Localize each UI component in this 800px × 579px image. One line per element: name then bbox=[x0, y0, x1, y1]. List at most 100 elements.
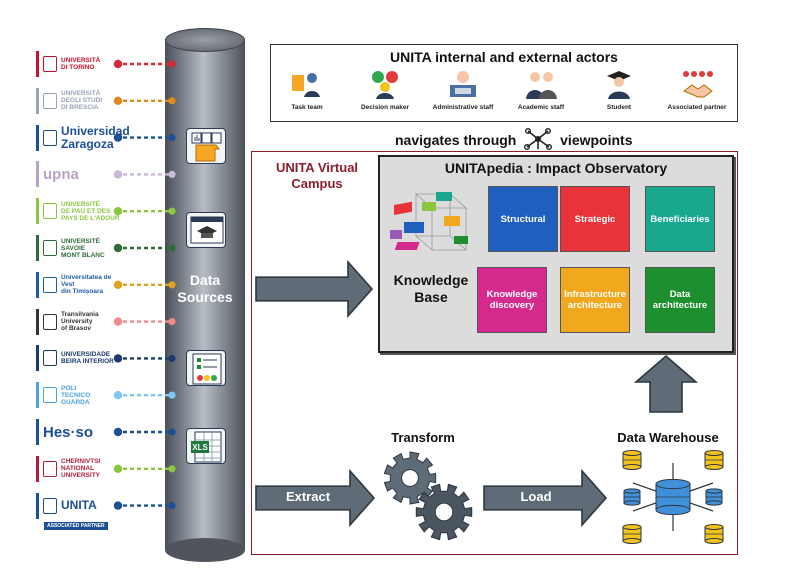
logo-text: Universitatea de Vest din Timișoara bbox=[61, 274, 112, 296]
tile-beneficiaries: Beneficiaries bbox=[645, 186, 715, 252]
actor-decision-maker: Decision maker bbox=[346, 67, 424, 121]
connector bbox=[113, 207, 176, 216]
arrow-up-to-observatory bbox=[633, 354, 699, 413]
student-icon bbox=[607, 71, 631, 99]
load-label: Load bbox=[520, 489, 552, 504]
logo-accent-bar bbox=[36, 308, 39, 335]
crest-icon bbox=[43, 56, 57, 72]
database-node bbox=[622, 523, 642, 545]
unizar-logo: Universidad Zaragoza bbox=[36, 123, 130, 153]
data-warehouse-label: Data Warehouse bbox=[617, 430, 719, 445]
tile-infrastructure-architecture: Infrastructure architecture bbox=[560, 267, 630, 333]
connector bbox=[113, 280, 176, 289]
logo-accent-bar bbox=[36, 455, 39, 482]
actor-student: Student bbox=[580, 67, 658, 121]
svg-text:XLS: XLS bbox=[192, 443, 208, 452]
knowledge-base-line1: Knowledge bbox=[393, 272, 469, 288]
logo-text: UNIVERSITÀ DI TORINO bbox=[61, 57, 101, 71]
arrow-extract bbox=[255, 468, 376, 528]
usmb-logo: UNIVERSITÉ SAVOIE MONT BLANC bbox=[36, 233, 120, 263]
crest-icon bbox=[43, 387, 57, 404]
gears-icon bbox=[383, 451, 473, 541]
virtual-campus-title: UNITA Virtual Campus bbox=[262, 160, 372, 192]
reports-folder-icon bbox=[186, 128, 226, 164]
actors-title: UNITA internal and external actors bbox=[390, 49, 618, 65]
associated-partner-tag: ASSOCIATED PARTNER bbox=[44, 521, 108, 530]
decision-maker-icon bbox=[372, 71, 398, 99]
logo-accent-bar bbox=[36, 382, 39, 409]
crest-icon bbox=[43, 203, 57, 220]
logo-accent-bar bbox=[36, 124, 39, 151]
cylinder-bottom bbox=[165, 538, 245, 562]
task-team-icon bbox=[292, 73, 320, 97]
survey-feedback-icon bbox=[186, 350, 226, 386]
unitbv-logo: Transilvania University of Brasov bbox=[36, 307, 120, 337]
hesso-logo: Hes·so bbox=[36, 417, 120, 447]
connector bbox=[113, 464, 176, 473]
online-course-icon bbox=[186, 212, 226, 248]
actor-academic-staff: Academic staff bbox=[502, 67, 580, 121]
database-node bbox=[704, 523, 724, 545]
logo-text: Transilvania University of Brasov bbox=[61, 311, 99, 333]
logo-accent-bar bbox=[36, 345, 39, 372]
chnu-logo: CHERNIVTSI NATIONAL UNIVERSITY bbox=[36, 454, 120, 484]
logo-text: CHERNIVTSI NATIONAL UNIVERSITY bbox=[61, 458, 101, 480]
upna-logo: upna bbox=[36, 159, 120, 189]
connector bbox=[113, 96, 176, 106]
crest-icon bbox=[43, 129, 57, 146]
actor-administrative-staff: Administrative staff bbox=[424, 67, 502, 121]
navigates-through-viewpoints: navigates through viewpoints bbox=[395, 128, 735, 151]
actor-task-team: Task team bbox=[268, 67, 346, 121]
logo-text: UNITA bbox=[61, 498, 97, 513]
crest-icon bbox=[43, 313, 57, 330]
network-nodes-icon bbox=[524, 128, 553, 151]
unito-logo: UNIVERSITÀ DI TORINO bbox=[36, 49, 120, 79]
observatory-title: UNITApedia : Impact Observatory bbox=[444, 160, 668, 176]
connector bbox=[113, 391, 176, 400]
actor-label: Decision maker bbox=[360, 104, 410, 111]
actor-label: Associated partner bbox=[667, 104, 727, 111]
tile-knowledge-discovery: Knowledge discovery bbox=[477, 267, 547, 333]
logo-accent-bar bbox=[36, 235, 39, 261]
connector bbox=[113, 501, 176, 510]
actor-associated-partner: Associated partner bbox=[658, 67, 736, 121]
database-node bbox=[623, 488, 641, 506]
logo-text: Universidad Zaragoza bbox=[61, 123, 130, 151]
database-node bbox=[622, 449, 642, 471]
academic-staff-icon bbox=[526, 72, 557, 99]
data-sources-cylinder bbox=[165, 40, 245, 550]
data-warehouse-icon bbox=[622, 449, 724, 545]
associated-partner-icon bbox=[683, 71, 713, 98]
logo-accent-bar bbox=[36, 161, 39, 188]
connector bbox=[113, 170, 176, 179]
spreadsheet-xls-icon: XLS bbox=[186, 428, 226, 464]
logo-text: upna bbox=[43, 165, 79, 183]
logo-accent-bar bbox=[36, 492, 39, 519]
central-database bbox=[655, 478, 691, 516]
logo-accent-bar bbox=[36, 198, 39, 225]
upau-logo: UNIVERSITÉ DE PAU ET DES PAYS DE L'ADOUR bbox=[36, 196, 120, 226]
data-sources-label-line2: Sources bbox=[177, 289, 233, 305]
logo-accent-bar bbox=[36, 87, 39, 114]
crest-icon bbox=[43, 497, 57, 514]
virtual-campus-line1: UNITA Virtual bbox=[275, 160, 359, 175]
unibs-logo: UNIVERSITÀ DEGLI STUDI DI BRESCIA bbox=[36, 86, 120, 116]
viewpoints-text: viewpoints bbox=[560, 132, 633, 148]
logo-accent-bar bbox=[36, 419, 39, 445]
arrow-to-knowledge-base bbox=[255, 259, 374, 319]
actors-box: UNITA internal and external actors Task … bbox=[270, 44, 738, 122]
ipg-logo: POLI TECNICO GUARDA bbox=[36, 380, 120, 410]
logo-accent-bar bbox=[36, 51, 39, 77]
logo-text: UNIVERSITÀ DEGLI STUDI DI BRESCIA bbox=[61, 90, 103, 112]
data-sources-label-line1: Data bbox=[189, 272, 221, 288]
connector bbox=[113, 59, 176, 69]
cylinder-top bbox=[165, 28, 245, 52]
knowledge-cube-icon bbox=[390, 192, 468, 251]
virtual-campus-box bbox=[251, 151, 738, 555]
knowledge-base-line2: Base bbox=[414, 289, 448, 305]
crest-icon bbox=[43, 276, 57, 293]
actor-label: Academic staff bbox=[517, 104, 565, 111]
actor-label: Administrative staff bbox=[432, 104, 494, 111]
tile-data-architecture: Data architecture bbox=[645, 267, 715, 333]
